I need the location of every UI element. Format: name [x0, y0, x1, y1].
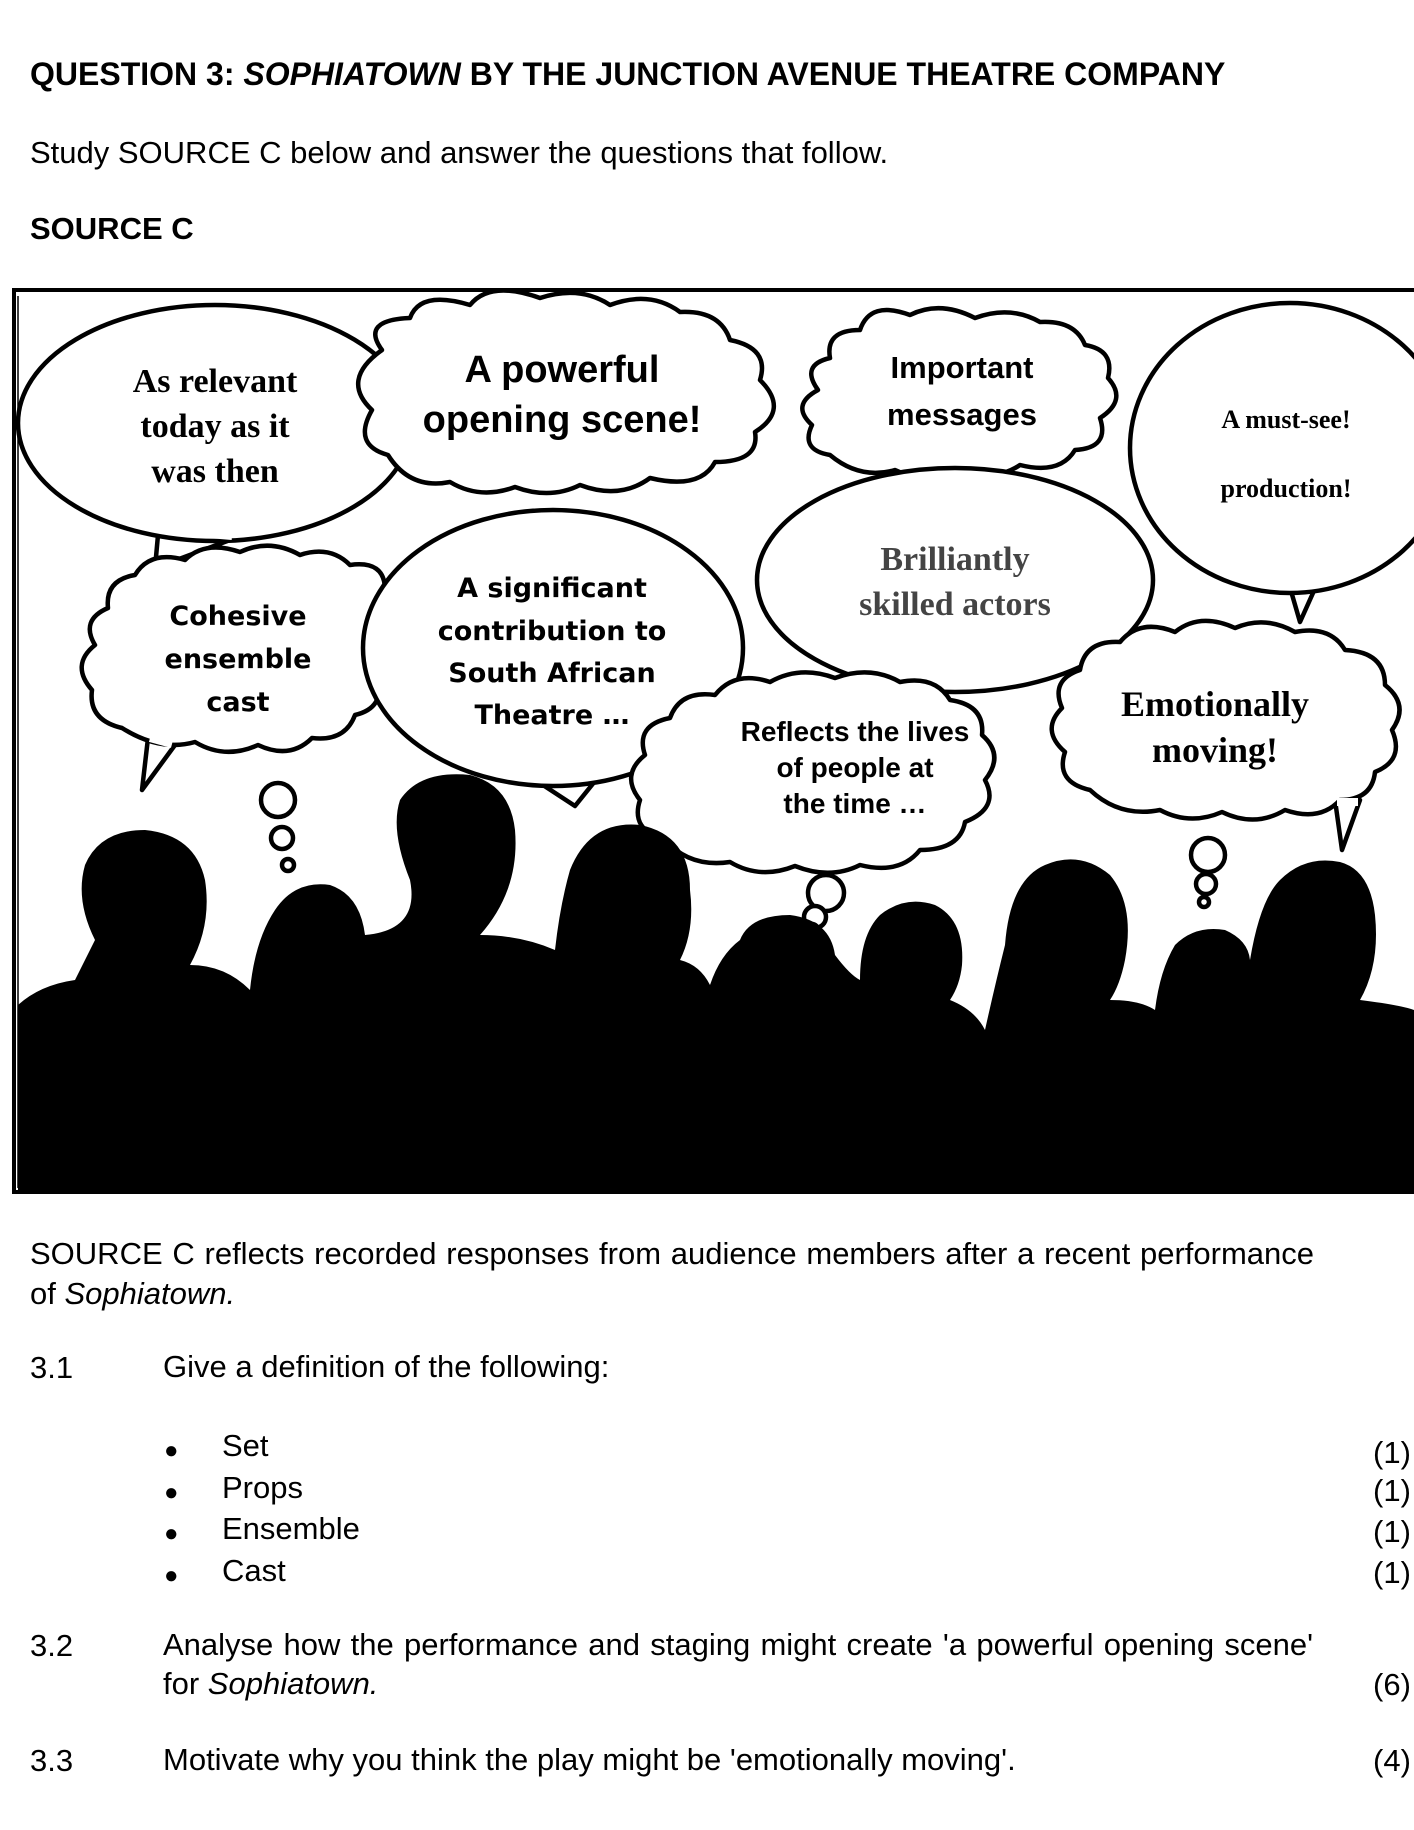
bubble-cohesive-line1: Cohesive	[169, 601, 306, 632]
q32-text-body: Analyse how the performance and staging …	[163, 1627, 1313, 1701]
q32-marks: (6)	[1373, 1667, 1411, 1702]
question-prefix: QUESTION 3:	[30, 56, 244, 92]
q31-item-1-marks: (1)	[1373, 1435, 1411, 1470]
q33-text: Motivate why you think the play might be…	[163, 1742, 1016, 1777]
thought-cloud-cohesive	[79, 543, 398, 793]
q32-number: 3.2	[30, 1628, 74, 1663]
bubble-significant-line3: South African	[448, 658, 655, 689]
instruction-text: Study SOURCE C below and answer the ques…	[30, 135, 889, 170]
bubble-relevant-line2: today as it	[140, 408, 290, 445]
q31-number: 3.1	[30, 1350, 74, 1385]
bubble-significant-line1: A significant	[457, 573, 647, 604]
q31-bullet-3: ●	[164, 1520, 179, 1547]
bubble-emotionally-line1: Emotionally	[1121, 684, 1309, 724]
q31-item-2: Props	[222, 1470, 303, 1505]
bubble-mustsee-line2: production!	[1221, 474, 1352, 503]
bubble-cohesive-line2: ensemble	[165, 644, 312, 675]
bubble-mustsee-line1: A must-see!	[1221, 405, 1350, 434]
bubble-relevant-line3: was then	[151, 453, 279, 490]
speech-bubble-brilliantly	[754, 465, 1156, 695]
q31-item-3-marks: (1)	[1373, 1514, 1411, 1549]
bubble-significant-line4: Theatre …	[474, 700, 629, 731]
source-label: SOURCE C	[30, 211, 194, 246]
speech-bubble-mustsee	[1127, 300, 1414, 625]
thought-trail-cohesive	[258, 780, 298, 820]
bubble-emotionally-line2: moving!	[1152, 730, 1278, 770]
q31-item-1: Set	[222, 1428, 269, 1463]
thought-cloud-reflects	[629, 670, 997, 875]
bubble-reflects-line2: of people at	[776, 752, 933, 783]
question-heading: QUESTION 3: SOPHIATOWN BY THE JUNCTION A…	[30, 56, 1225, 93]
q32-text: Analyse how the performance and staging …	[163, 1625, 1313, 1703]
q33-number: 3.3	[30, 1743, 74, 1778]
q31-bullet-1: ●	[164, 1437, 179, 1464]
q31-item-2-marks: (1)	[1373, 1473, 1411, 1508]
bubble-important-line2: messages	[887, 397, 1037, 432]
bubble-cohesive-line3: cast	[206, 687, 269, 718]
thought-trail-emotionally	[1188, 835, 1228, 875]
thought-cloud-powerful	[355, 292, 777, 496]
q31-item-4: Cast	[222, 1553, 286, 1588]
source-c-illustration: As relevant today as it was then A power…	[12, 288, 1414, 1194]
thought-cloud-emotionally	[1049, 618, 1402, 853]
q31-item-3: Ensemble	[222, 1511, 360, 1546]
q32-title: Sophiatown.	[207, 1666, 379, 1701]
bubble-reflects-line1: Reflects the lives	[741, 716, 970, 747]
q31-bullet-4: ●	[164, 1562, 179, 1589]
bubble-relevant-line1: As relevant	[133, 363, 298, 400]
bubble-important-line1: Important	[891, 350, 1034, 385]
bubble-reflects-line3: the time …	[783, 788, 926, 819]
q31-text: Give a definition of the following:	[163, 1349, 610, 1384]
q31-item-4-marks: (1)	[1373, 1555, 1411, 1590]
speech-bubble-significant	[360, 507, 746, 809]
source-caption: SOURCE C reflects recorded responses fro…	[30, 1234, 1314, 1314]
bubble-significant-line2: contribution to	[438, 616, 667, 647]
audience-silhouettes	[18, 774, 1414, 1190]
bubble-powerful-line1: A powerful	[465, 349, 660, 391]
bubble-brilliantly-line1: Brilliantly	[880, 541, 1029, 578]
bubble-brilliantly-line2: skilled actors	[859, 586, 1051, 623]
caption-title: Sophiatown.	[64, 1276, 236, 1311]
thought-cloud-important	[800, 305, 1119, 480]
bubble-powerful-line2: opening scene!	[423, 399, 702, 441]
q31-bullet-2: ●	[164, 1479, 179, 1506]
q33-marks: (4)	[1373, 1743, 1411, 1778]
play-title: SOPHIATOWN	[243, 56, 461, 92]
question-suffix: BY THE JUNCTION AVENUE THEATRE COMPANY	[460, 56, 1226, 92]
caption-text: SOURCE C reflects recorded responses fro…	[30, 1236, 1314, 1311]
